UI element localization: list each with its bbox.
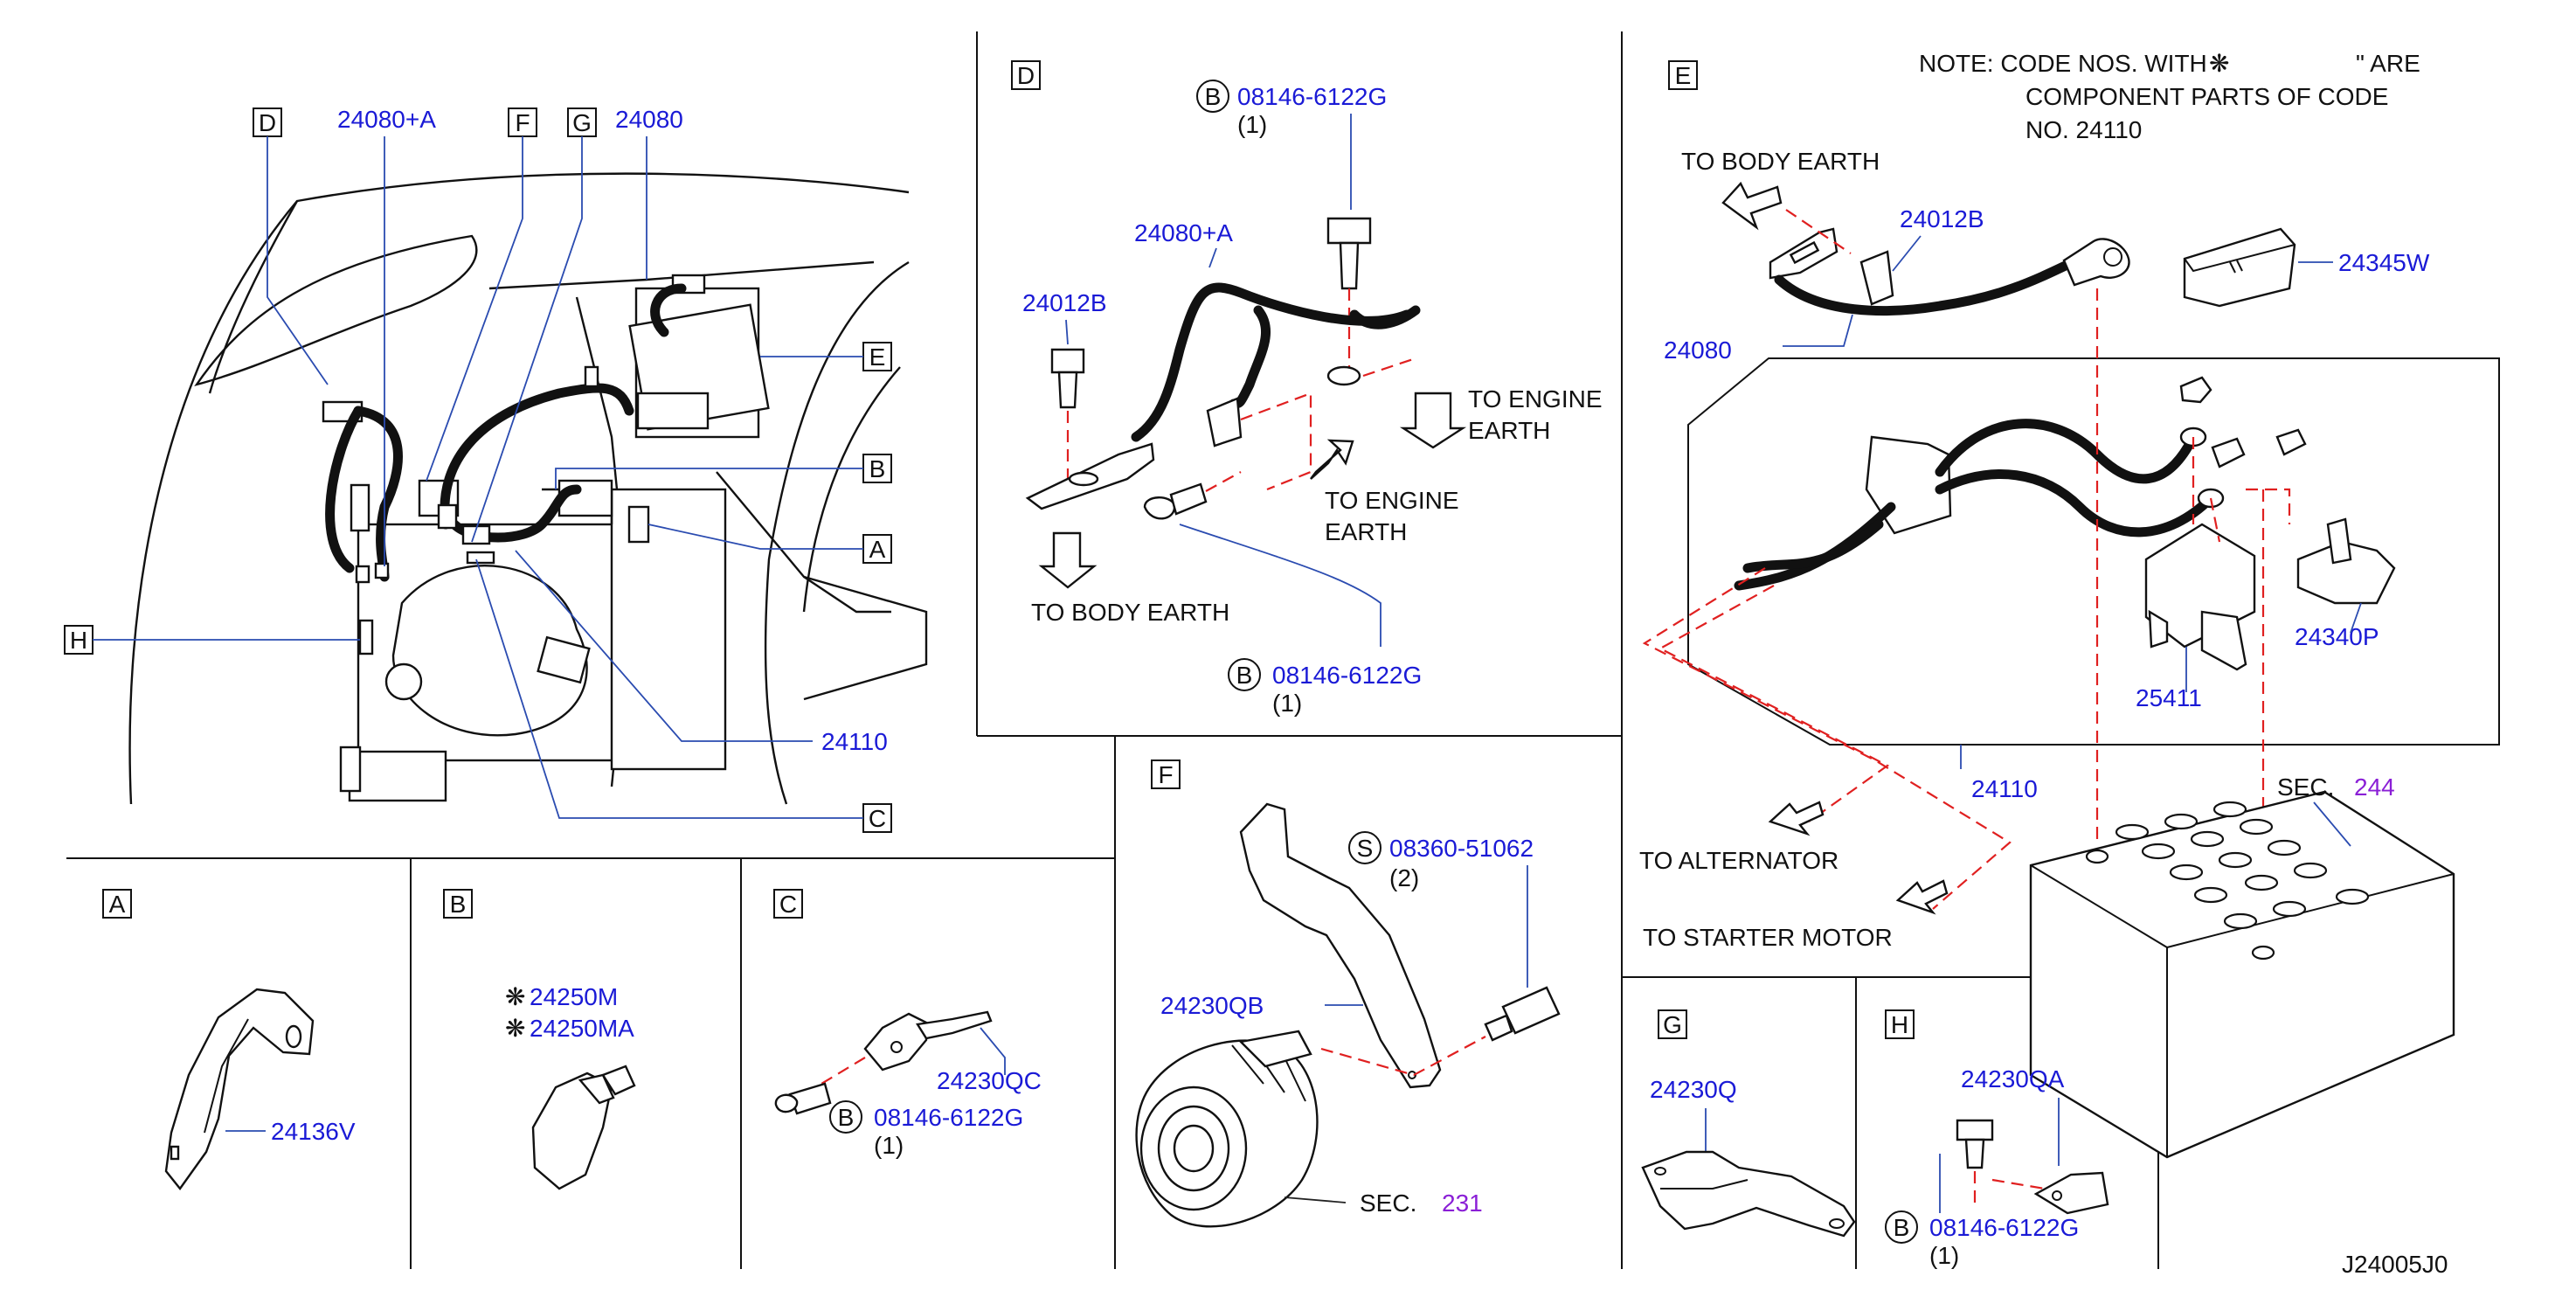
part-24250ma: 24250MA (530, 1015, 634, 1042)
svg-text:NOTE: CODE NOS. WITH: NOTE: CODE NOS. WITH (1919, 50, 2207, 77)
svg-text:EARTH: EARTH (1468, 417, 1550, 444)
clamp-24012b-e: 24012B (1900, 205, 1984, 232)
fusible-link-25411: 25411 (2136, 684, 2202, 711)
svg-text:TO STARTER MOTOR: TO STARTER MOTOR (1643, 924, 1893, 951)
cable-24080a: 24080+A (1134, 219, 1233, 246)
callout-f: F (426, 108, 537, 482)
svg-text:❋: ❋ (505, 983, 525, 1010)
svg-text:❋: ❋ (505, 1015, 525, 1042)
cable-24080-e: 24080 (1664, 336, 1732, 364)
svg-text:B: B (869, 455, 886, 482)
alternator (1135, 1030, 1319, 1228)
svg-text:D: D (1017, 62, 1035, 89)
bracket-24230qb: 24230QB (1160, 992, 1264, 1019)
svg-text:B: B (838, 1104, 855, 1131)
svg-text:(1): (1) (874, 1132, 904, 1159)
overview-section (128, 172, 928, 805)
part-24230qa: 24230QA (1961, 1065, 2065, 1092)
svg-text:H: H (1891, 1011, 1908, 1038)
sec-244: 244 (2354, 773, 2395, 801)
svg-text:C: C (779, 891, 797, 918)
svg-text:TO ENGINE: TO ENGINE (1468, 385, 1603, 413)
harness-24110: 24110 (1971, 775, 2038, 802)
svg-text:G: G (1663, 1011, 1682, 1038)
svg-text:B: B (450, 891, 467, 918)
callout-e: E (760, 342, 892, 371)
part-24080: 24080 (615, 106, 683, 133)
callout-d: D (253, 108, 329, 385)
svg-text:H: H (70, 627, 87, 654)
panel-h: H 24230QA B 08146-6122G (1) (1885, 1009, 2109, 1269)
bolt-code-bottom: 08146-6122G (1272, 662, 1422, 689)
cover-24345w: 24345W (2338, 249, 2430, 276)
svg-text:" ARE: " ARE (2356, 50, 2420, 77)
clamp-24012b: 24012B (1022, 289, 1107, 316)
callout-g: G (471, 108, 597, 543)
holder-24340p: 24340P (2295, 623, 2379, 650)
svg-text:F: F (1158, 761, 1173, 788)
svg-text:TO ALTERNATOR: TO ALTERNATOR (1639, 847, 1839, 874)
svg-text:TO BODY EARTH: TO BODY EARTH (1031, 599, 1229, 626)
svg-text:D: D (259, 109, 276, 136)
bolt-code-top: 08146-6122G (1237, 83, 1387, 110)
panel-c: C 24230QC B 08146-6122G (1) (773, 889, 1042, 1159)
callout-a: A (647, 524, 892, 564)
panel-a: A 24136V (102, 889, 356, 1190)
svg-text:(1): (1) (1272, 690, 1302, 717)
sec-231: 231 (1442, 1189, 1483, 1217)
svg-text:TO BODY EARTH: TO BODY EARTH (1681, 148, 1880, 175)
note-text: NOTE: CODE NOS. WITH ❋ " ARE COMPONENT P… (1919, 50, 2420, 143)
diagram-id: J24005J0 (2342, 1251, 2448, 1278)
panel-d: D B 08146-6122G (1) 24080+A TO ENGINE EA… (1011, 60, 1603, 717)
svg-text:B: B (1894, 1214, 1910, 1241)
battery (2029, 790, 2455, 1159)
bolt-code-c: 08146-6122G (874, 1104, 1023, 1131)
svg-text:TO ENGINE: TO ENGINE (1325, 487, 1459, 514)
panel-f: F S 08360-51062 (2) 24230QB SEC. 231 (1135, 759, 1561, 1228)
svg-text:(2): (2) (1389, 864, 1419, 891)
svg-text:SEC.: SEC. (1360, 1189, 1416, 1217)
bolt-code-h: 08146-6122G (1929, 1214, 2079, 1241)
svg-text:B: B (1205, 83, 1222, 110)
svg-text:SEC.: SEC. (2277, 773, 2334, 801)
part-24110: 24110 (821, 728, 888, 755)
bolt-code-f: 08360-51062 (1389, 835, 1534, 862)
svg-text:A: A (109, 891, 126, 918)
part-24250m: 24250M (530, 983, 618, 1010)
panel-e: E NOTE: CODE NOS. WITH ❋ " ARE COMPONENT… (1639, 50, 2500, 1159)
svg-text:C: C (869, 805, 886, 832)
part-24230qc: 24230QC (937, 1067, 1042, 1094)
part-24136v: 24136V (271, 1118, 356, 1145)
svg-text:(1): (1) (1929, 1242, 1959, 1269)
svg-text:(1): (1) (1237, 111, 1267, 138)
overview-callouts: D F G 24080+A 24080 E B A (64, 106, 892, 833)
panel-b: B ❋ 24250M ❋ 24250MA (443, 889, 636, 1190)
svg-text:E: E (1675, 62, 1692, 89)
svg-text:A: A (869, 536, 886, 563)
svg-text:❋: ❋ (2209, 50, 2229, 77)
svg-text:NO. 24110: NO. 24110 (2025, 116, 2142, 143)
callout-c: C (475, 558, 892, 833)
part-24230q: 24230Q (1650, 1076, 1737, 1103)
svg-text:B: B (1236, 662, 1253, 689)
svg-text:COMPONENT PARTS OF CODE: COMPONENT PARTS OF CODE (2025, 83, 2388, 110)
panel-g: G 24230Q (1641, 1009, 1856, 1238)
callout-b: B (555, 454, 892, 489)
svg-text:F: F (515, 109, 530, 136)
svg-text:G: G (572, 109, 592, 136)
svg-text:S: S (1357, 835, 1374, 862)
callout-h: H (64, 625, 360, 655)
svg-text:EARTH: EARTH (1325, 518, 1407, 545)
part-24080-a: 24080+A (337, 106, 436, 133)
svg-text:E: E (869, 343, 886, 371)
